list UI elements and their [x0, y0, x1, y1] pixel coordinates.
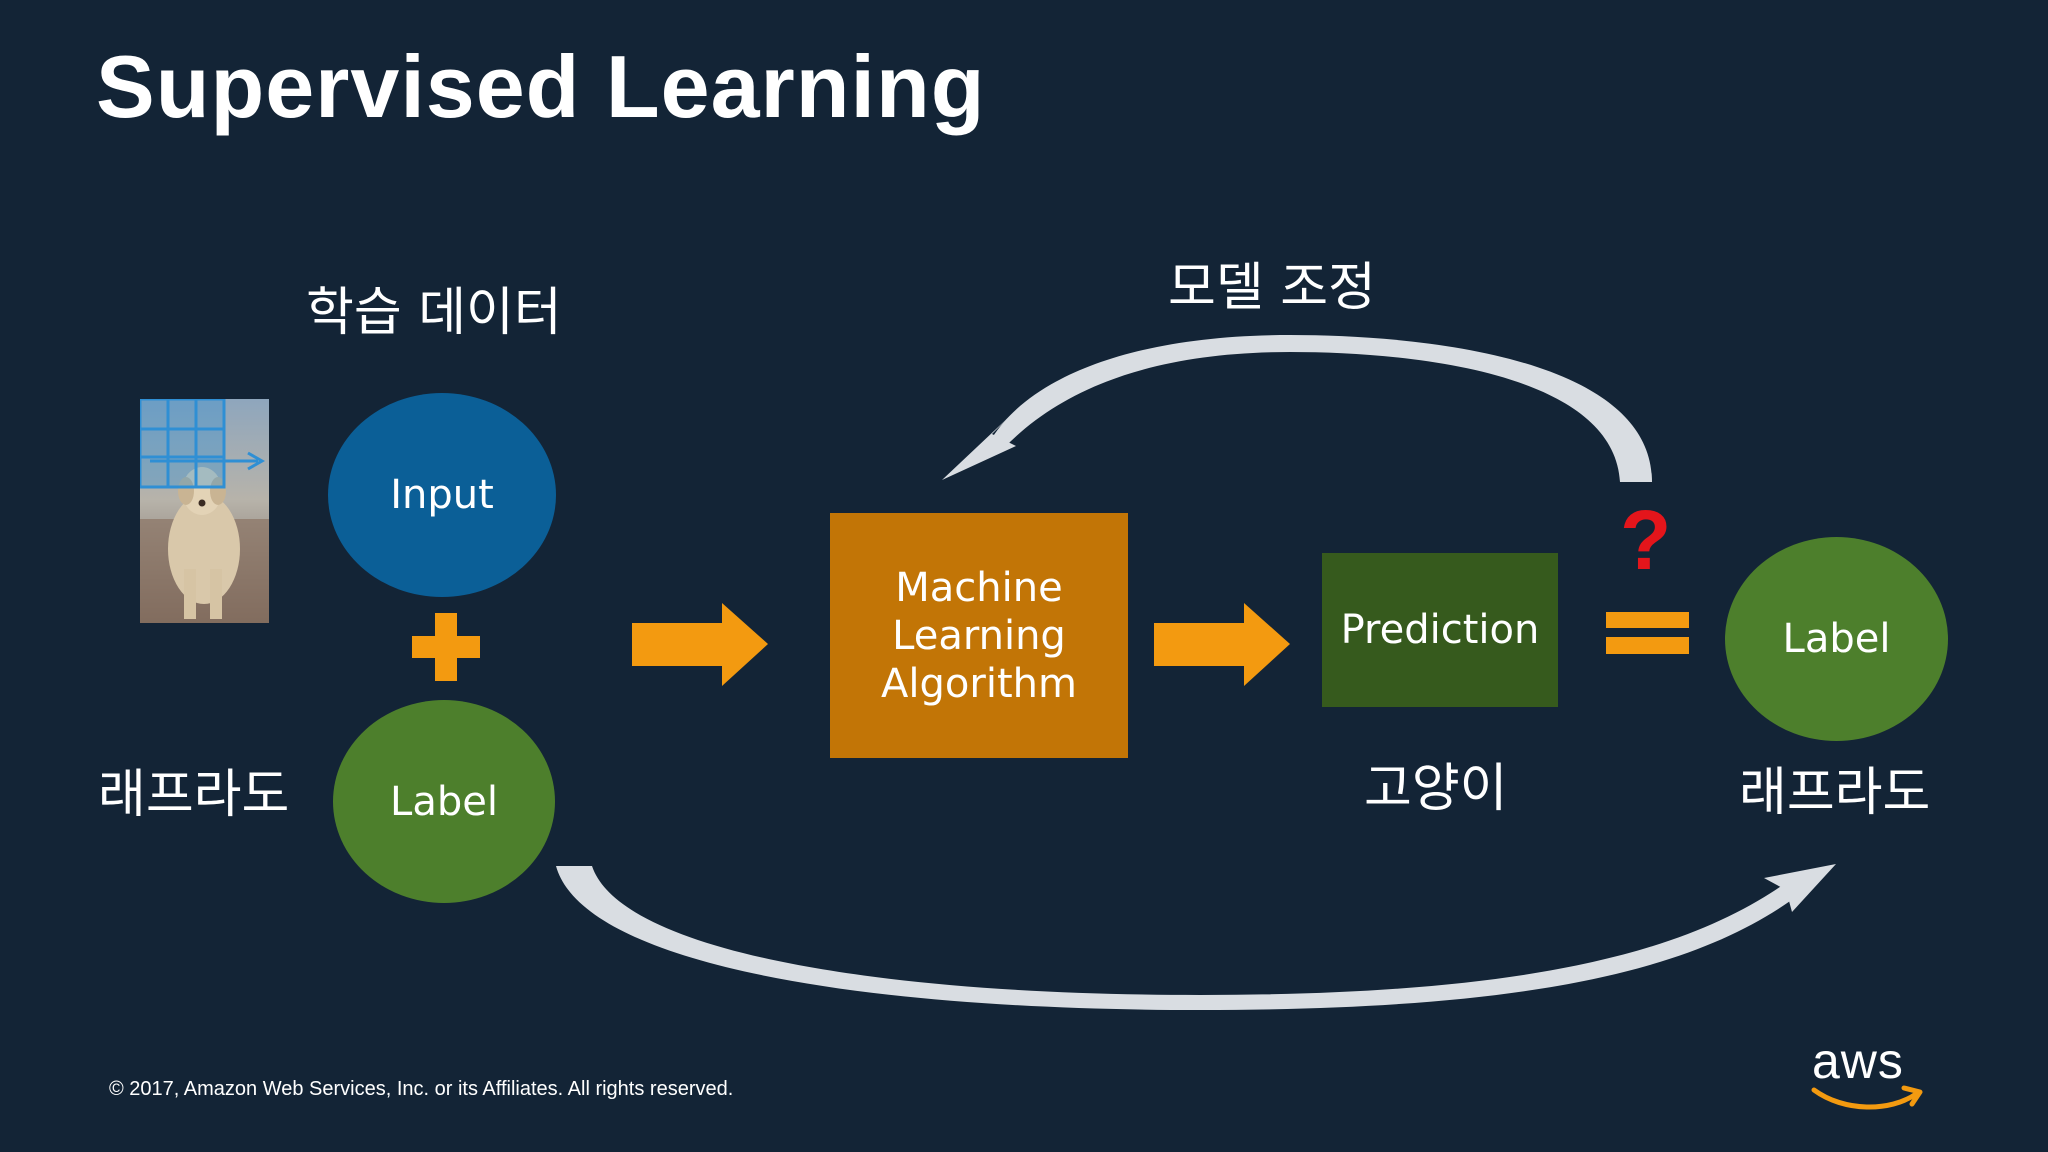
left-label-value: 래프라도 [98, 765, 290, 825]
curved-arrow-icon [942, 335, 1652, 482]
copyright-text: © 2017, Amazon Web Services, Inc. or its… [109, 1078, 734, 1100]
right-label-value: 래프라도 [1739, 763, 1931, 823]
curved-arrow-icon [556, 864, 1836, 1010]
model-adjust-label: 모델 조정 [1168, 258, 1376, 318]
right-arrow-icon [1154, 603, 1290, 686]
label-node-left-text: Label [390, 778, 498, 825]
equals-icon [1606, 612, 1689, 654]
input-node: Input [328, 393, 556, 597]
right-arrow-icon [632, 603, 768, 686]
input-node-label: Input [390, 472, 494, 518]
slide-title: Supervised Learning [96, 37, 986, 136]
prediction-box: Prediction [1322, 553, 1558, 707]
dog-photo [140, 399, 269, 623]
training-data-label: 학습 데이터 [306, 283, 562, 343]
label-node-right: Label [1725, 537, 1948, 741]
prediction-box-label: Prediction [1340, 607, 1540, 653]
prediction-value: 고양이 [1364, 759, 1508, 819]
label-node-left: Label [333, 700, 555, 903]
aws-logo: aws [1808, 1033, 1928, 1118]
aws-smile-icon [1811, 1085, 1923, 1110]
algorithm-box-label: Machine Learning Algorithm [881, 564, 1077, 707]
aws-logo-text: aws [1812, 1033, 1904, 1089]
plus-icon [412, 613, 480, 681]
question-mark: ? [1620, 493, 1672, 587]
label-node-right-text: Label [1782, 616, 1891, 662]
algorithm-box: Machine Learning Algorithm [830, 513, 1128, 758]
